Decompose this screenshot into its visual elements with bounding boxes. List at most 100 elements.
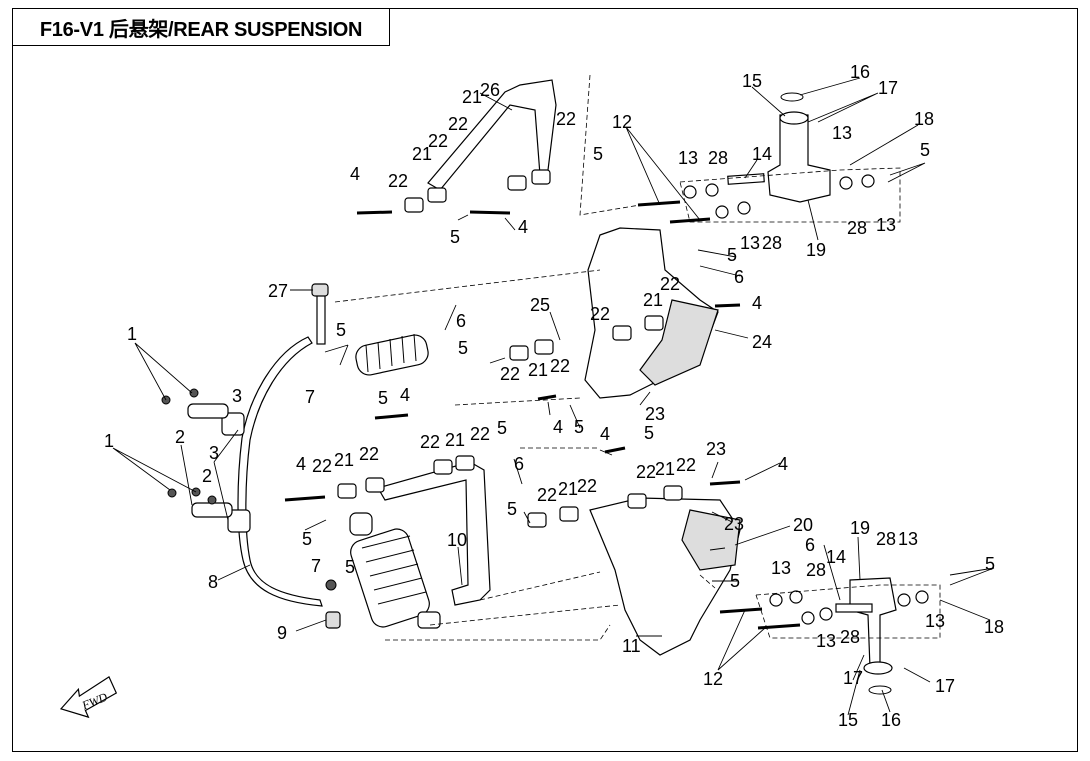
bearing-15-bot <box>863 661 893 675</box>
nut-1e <box>207 495 217 505</box>
bushing-21-d <box>531 169 551 185</box>
callout: 13 <box>876 215 896 235</box>
callout: 7 <box>311 556 321 576</box>
callout: 23 <box>645 404 665 424</box>
callout: 4 <box>350 164 360 184</box>
callout: 22 <box>636 462 656 482</box>
bushing-21-k <box>612 325 632 341</box>
bushing-21-m <box>527 512 547 528</box>
callout: 6 <box>734 267 744 287</box>
callout: 14 <box>826 547 846 567</box>
callout: 23 <box>706 439 726 459</box>
callout: 22 <box>428 131 448 151</box>
callout: 21 <box>558 479 578 499</box>
callout: 23 <box>724 514 744 534</box>
callout: 5 <box>450 227 460 247</box>
bushing-21-i <box>509 345 529 361</box>
bolt-4-g <box>709 480 741 486</box>
diagram-frame <box>12 8 1078 752</box>
parts-drawings: FWD <box>59 74 941 719</box>
callout: 21 <box>528 360 548 380</box>
bushing-21-o <box>627 493 647 509</box>
callout: 4 <box>296 454 306 474</box>
callout: 4 <box>752 293 762 313</box>
callout: 21 <box>445 430 465 450</box>
callout: 9 <box>277 623 287 643</box>
callout: 5 <box>507 499 517 519</box>
callout: 5 <box>458 338 468 358</box>
bushing-21-j <box>534 339 554 355</box>
callout: 22 <box>550 356 570 376</box>
washer-13-e <box>801 611 815 625</box>
callout: 22 <box>388 171 408 191</box>
callout-labels: 1 1 2 2 3 3 4 4 4 4 4 4 4 4 5 5 5 5 5 5 … <box>104 62 1004 730</box>
nut-1a <box>189 388 199 398</box>
bolt-4-h <box>714 303 741 308</box>
bolt-4-c <box>284 495 326 502</box>
callout: 13 <box>771 558 791 578</box>
washer-13-b <box>715 205 729 219</box>
callout: 18 <box>984 617 1004 637</box>
callout: 27 <box>268 281 288 301</box>
callout: 5 <box>574 417 584 437</box>
callout: 22 <box>537 485 557 505</box>
bushing-21-a <box>404 197 424 213</box>
bolt-12-d <box>757 623 801 630</box>
callout: 28 <box>847 218 867 238</box>
callout: 6 <box>514 454 524 474</box>
callout: 24 <box>752 332 772 352</box>
callout: 5 <box>730 571 740 591</box>
callout: 21 <box>643 290 663 310</box>
bolt-4-b <box>469 210 511 215</box>
callout: 5 <box>727 245 737 265</box>
callout: 22 <box>312 456 332 476</box>
callout: 4 <box>400 385 410 405</box>
callout: 5 <box>593 144 603 164</box>
bushing-21-l <box>644 315 664 331</box>
bushing-21-h <box>455 455 475 471</box>
bushing-21-g <box>433 459 453 475</box>
callout: 1 <box>104 431 114 451</box>
callout: 15 <box>838 710 858 730</box>
upper-a-arm <box>427 79 557 191</box>
callout: 4 <box>600 424 610 444</box>
callout: 20 <box>793 515 813 535</box>
washer-28-c <box>839 176 853 190</box>
callout: 12 <box>612 112 632 132</box>
fwd-arrow: FWD <box>59 675 118 719</box>
callout: 5 <box>336 320 346 340</box>
callout: 13 <box>925 611 945 631</box>
callout: 3 <box>209 443 219 463</box>
callout: 28 <box>762 233 782 253</box>
callout: 22 <box>676 455 696 475</box>
ring-16-bot <box>868 685 892 695</box>
lower-a-arm-left <box>377 461 491 606</box>
callout: 2 <box>202 466 212 486</box>
washer-28-f <box>897 593 911 607</box>
callout: 22 <box>590 304 610 324</box>
callout: 22 <box>470 424 490 444</box>
callout: 13 <box>832 123 852 143</box>
callout: 15 <box>742 71 762 91</box>
callout: 10 <box>447 530 467 550</box>
callout: 22 <box>359 444 379 464</box>
callout: 13 <box>816 631 836 651</box>
link-ball-27 <box>311 283 329 297</box>
callout: 18 <box>914 109 934 129</box>
pin-14-top <box>727 173 765 185</box>
bolt-4-f <box>604 446 626 454</box>
bushing-21-f <box>365 477 385 493</box>
callout: 4 <box>778 454 788 474</box>
callout: 22 <box>500 364 520 384</box>
shield-20 <box>681 509 741 571</box>
washer-13-d <box>769 593 783 607</box>
bolt-4-d <box>374 413 409 420</box>
callout: 13 <box>898 529 918 549</box>
leader-lines <box>112 77 995 716</box>
callout: 13 <box>740 233 760 253</box>
callout: 21 <box>412 144 432 164</box>
hub-upper <box>767 114 831 203</box>
title-box: F16-V1 后悬架/REAR SUSPENSION <box>12 8 390 46</box>
callout: 28 <box>840 627 860 647</box>
shield-24 <box>639 299 719 386</box>
